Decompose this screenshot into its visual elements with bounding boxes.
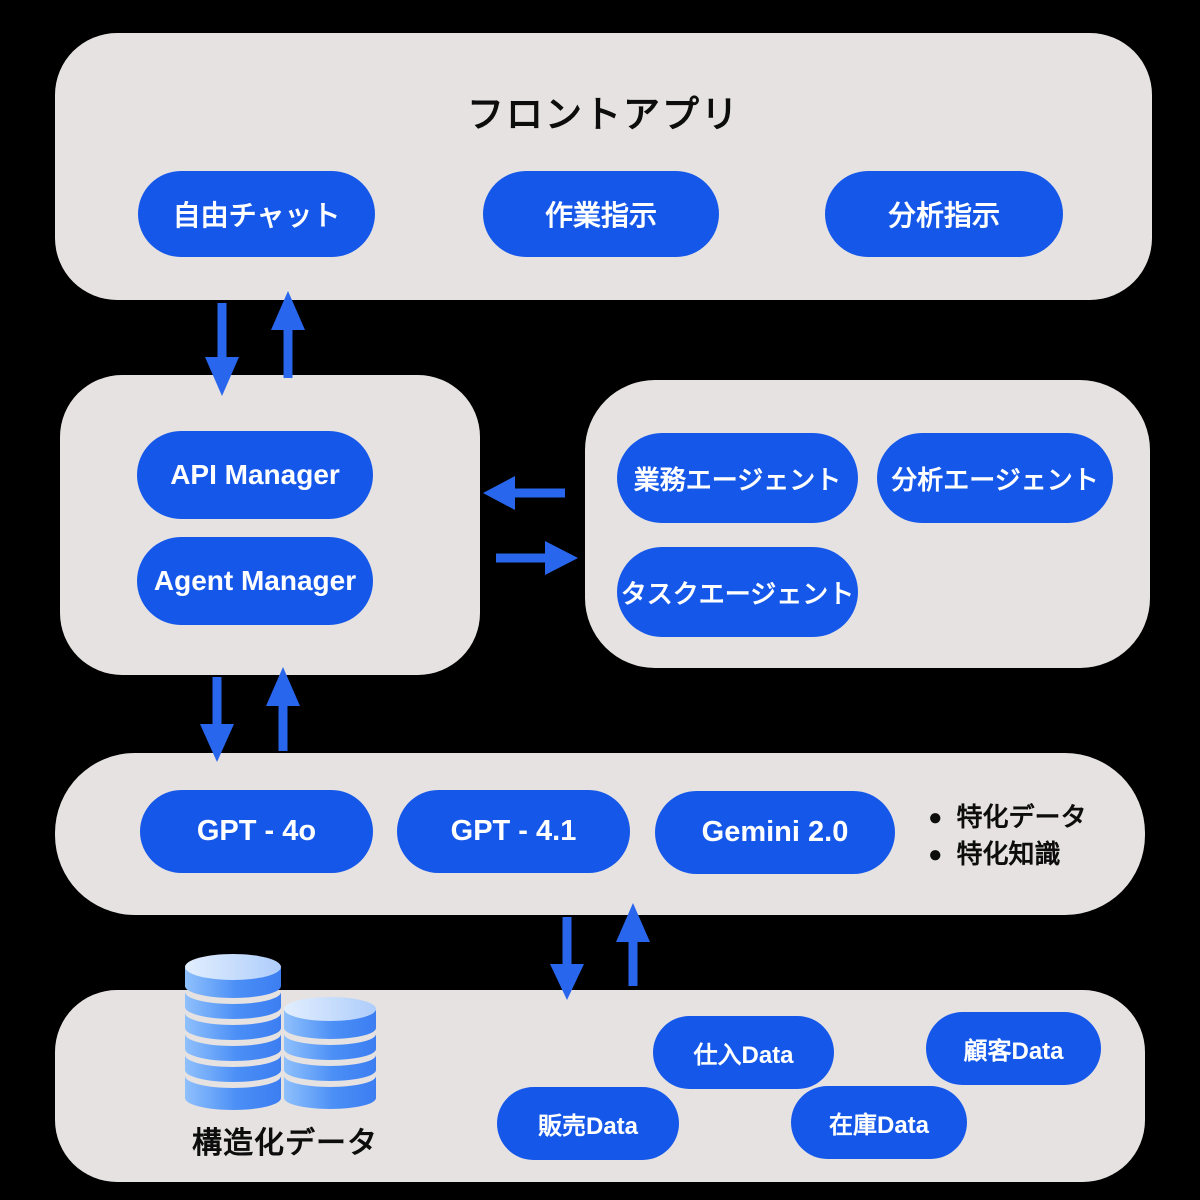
node-agent-manager: Agent Manager: [137, 537, 373, 625]
bullet-item: ● 特化データ: [928, 799, 1087, 836]
node-gpt-4-1: GPT - 4.1: [397, 790, 630, 873]
node-gpt-4o: GPT - 4o: [140, 790, 373, 873]
database-label: 構造化データ: [192, 1127, 378, 1160]
manager-section: [60, 375, 480, 675]
bullet-text: 特化データ: [956, 802, 1087, 832]
arrow-manager-to-agents: [496, 541, 578, 575]
node-sales-data: 販売Data: [497, 1087, 679, 1160]
front-app-section: [55, 33, 1152, 300]
arrow-manager-to-front: [271, 291, 305, 378]
node-analysis-instructions: 分析指示: [825, 171, 1063, 257]
node-free-chat: 自由チャット: [138, 171, 375, 257]
arrow-data-to-models: [616, 903, 650, 986]
node-business-agent: 業務エージェント: [617, 433, 858, 523]
bullet-dot-icon: ●: [928, 804, 943, 831]
node-inventory-data: 在庫Data: [791, 1086, 967, 1159]
node-purchase-data: 仕入Data: [653, 1016, 834, 1089]
node-gemini-2-0: Gemini 2.0: [655, 791, 895, 874]
node-customer-data: 顧客Data: [926, 1012, 1101, 1085]
specialization-bullets: ● 特化データ ● 特化知識: [928, 799, 1087, 873]
front-app-title: フロントアプリ: [467, 94, 740, 135]
bullet-item: ● 特化知識: [928, 836, 1087, 873]
node-analysis-agent: 分析エージェント: [877, 433, 1113, 523]
arrow-agents-to-manager: [483, 476, 565, 510]
node-work-instructions: 作業指示: [483, 171, 719, 257]
node-task-agent: タスクエージェント: [617, 547, 858, 637]
bullet-text: 特化知識: [956, 839, 1061, 869]
arrow-manager-to-models: [200, 677, 234, 762]
bullet-dot-icon: ●: [928, 841, 943, 868]
arrow-models-to-data: [550, 917, 584, 1000]
node-api-manager: API Manager: [137, 431, 373, 519]
arrow-models-to-manager: [266, 667, 300, 751]
